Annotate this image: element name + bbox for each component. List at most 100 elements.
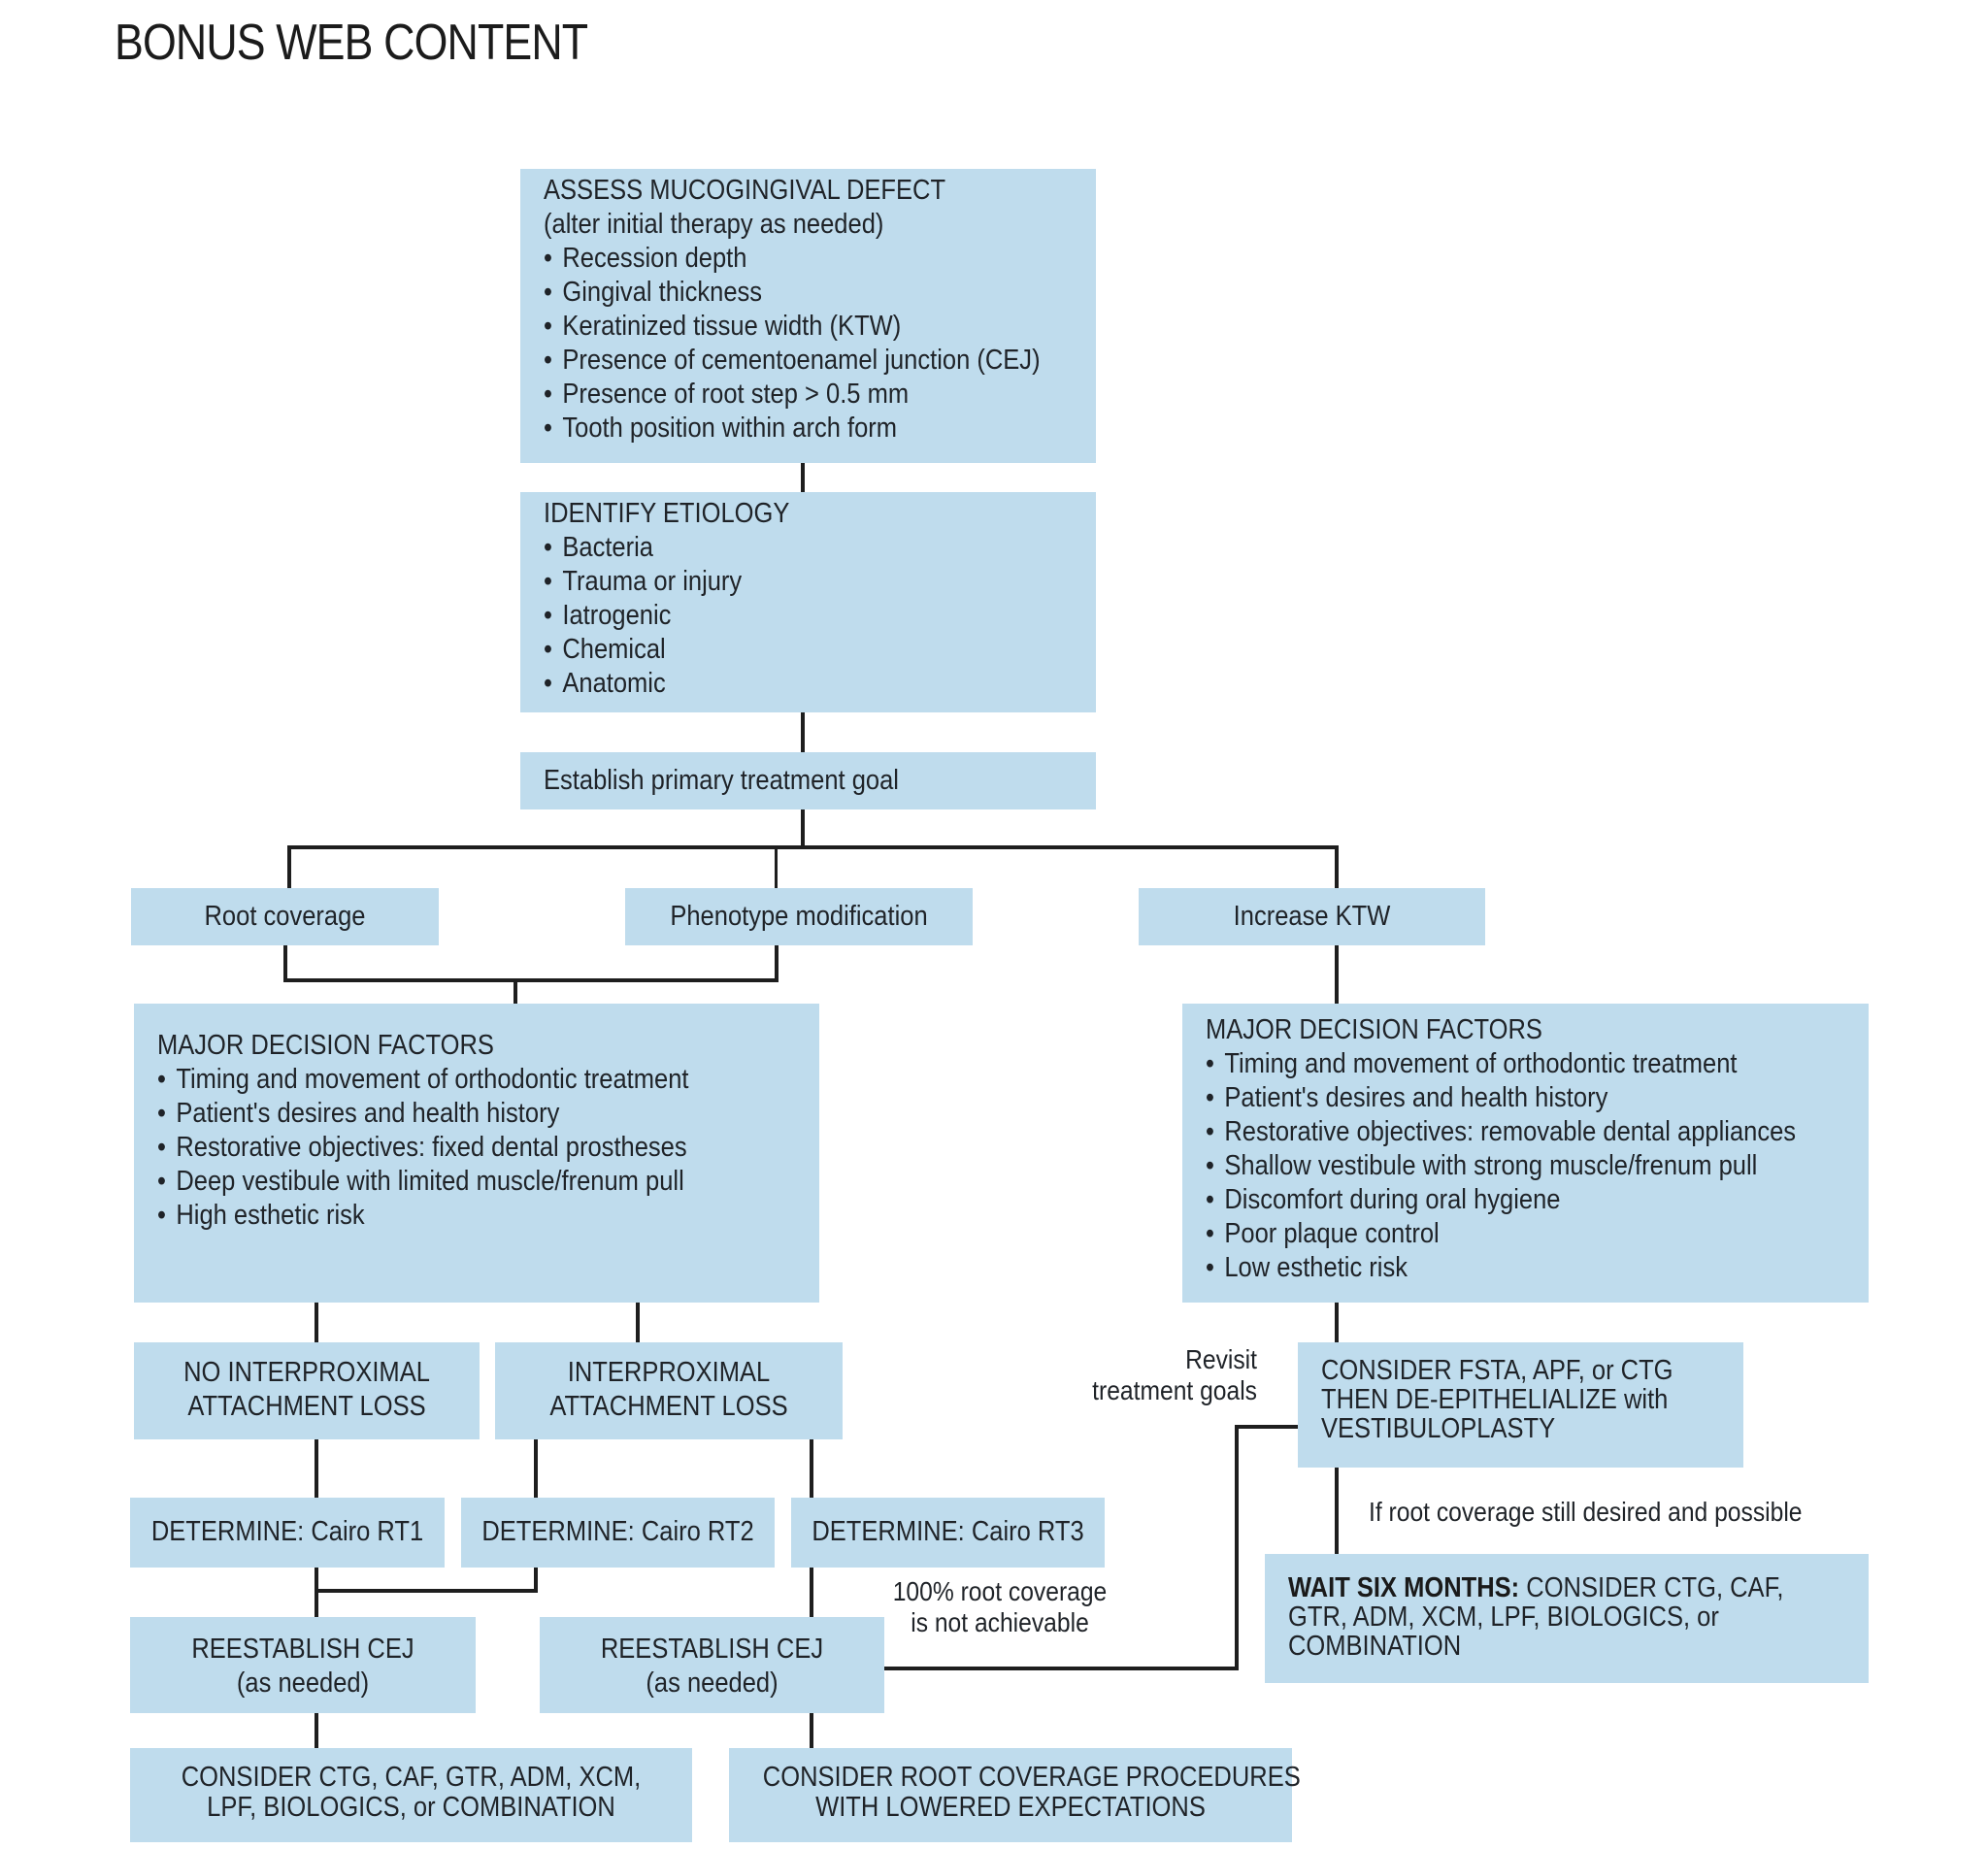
list-item: Tooth position within arch form [544,412,1030,446]
decision-factors-heading: MAJOR DECISION FACTORS [1206,1014,1542,1045]
connector [315,1589,538,1593]
reestablish-cej-box-1: REESTABLISH CEJ (as needed) [130,1617,476,1713]
connector [810,1439,813,1498]
connector [775,845,778,888]
list-item: Keratinized tissue width (KTW) [544,310,1030,344]
increase-ktw-label: Increase KTW [1233,901,1391,932]
consider-fsta-box: CONSIDER FSTA, APF, or CTG THEN DE-EPITH… [1298,1342,1743,1468]
list-item: Patient's desires and health history [157,1097,740,1131]
cairo-rt1-label: DETERMINE: Cairo RT1 [150,1516,424,1547]
list-item: Timing and movement of orthodontic treat… [157,1063,740,1097]
wait-bold-label: WAIT SIX MONTHS: [1288,1572,1520,1603]
consider-ctg-line1: CONSIDER CTG, CAF, GTR, ADM, XCM, [181,1762,642,1793]
fsta-line1: CONSIDER FSTA, APF, or CTG [1321,1355,1673,1386]
wait-six-months-box: WAIT SIX MONTHS: CONSIDER CTG, CAF, GTR,… [1265,1554,1869,1683]
list-item: Presence of root step > 0.5 mm [544,378,1030,412]
consider-root-coverage-box: CONSIDER ROOT COVERAGE PROCEDURES WITH L… [729,1748,1301,1842]
connector [801,712,805,752]
phenotype-modification-label: Phenotype modification [670,901,928,932]
wait-line2: GTR, ADM, XCM, LPF, BIOLOGICS, or [1288,1601,1719,1633]
increase-ktw-box: Increase KTW [1139,888,1485,945]
connector [283,945,287,982]
connector [315,1303,318,1342]
connector [514,978,517,1004]
connector [287,845,291,888]
list-item: Bacteria [544,531,1030,565]
etiology-heading: IDENTIFY ETIOLOGY [544,498,790,529]
assess-subheading: (alter initial therapy as needed) [544,209,884,240]
no-interproximal-line2: ATTACHMENT LOSS [187,1391,426,1422]
list-item: Iatrogenic [544,599,1030,633]
connector [810,1713,813,1748]
connector [1335,845,1339,888]
connector [1335,945,1339,1004]
connector [1335,1303,1339,1342]
list-item: Poor plaque control [1206,1217,1789,1251]
reestablish-line2: (as needed) [646,1667,779,1699]
list-item: High esthetic risk [157,1199,740,1233]
list-item: Trauma or injury [544,565,1030,599]
list-item: Presence of cementoenamel junction (CEJ) [544,344,1040,378]
interproximal-line2: ATTACHMENT LOSS [549,1391,788,1422]
cairo-rt3-box: DETERMINE: Cairo RT3 [791,1498,1105,1568]
no-interproximal-loss-box: NO INTERPROXIMAL ATTACHMENT LOSS [134,1342,480,1439]
list-item: Chemical [544,633,1030,667]
consider-ctg-box: CONSIDER CTG, CAF, GTR, ADM, XCM, LPF, B… [130,1748,692,1842]
consider-root-line1: CONSIDER ROOT COVERAGE PROCEDURES [762,1762,1301,1793]
cairo-rt1-box: DETERMINE: Cairo RT1 [130,1498,445,1568]
interproximal-loss-box: INTERPROXIMAL ATTACHMENT LOSS [495,1342,843,1439]
list-item: Patient's desires and health history [1206,1081,1789,1115]
not-achievable-note: 100% root coverage is not achievable [872,1576,1128,1638]
fsta-line3: VESTIBULOPLASTY [1321,1413,1556,1444]
page-title: BONUS WEB CONTENT [115,15,588,71]
connector [1235,1425,1239,1670]
no-interproximal-line1: NO INTERPROXIMAL [183,1357,430,1388]
list-item: Anatomic [544,667,1030,701]
connector [315,1439,318,1498]
treatment-goal-box: Establish primary treatment goal [520,752,1096,809]
treatment-goal-label: Establish primary treatment goal [544,765,899,796]
if-root-coverage-note: If root coverage still desired and possi… [1369,1497,1803,1527]
root-coverage-box: Root coverage [131,888,439,945]
consider-root-line2: WITH LOWERED EXPECTATIONS [815,1792,1206,1823]
list-item: Deep vestibule with limited muscle/frenu… [157,1165,740,1199]
cairo-rt3-label: DETERMINE: Cairo RT3 [812,1516,1084,1547]
revisit-line1: Revisit [1185,1344,1257,1374]
phenotype-modification-box: Phenotype modification [625,888,973,945]
connector [283,978,779,982]
list-item: Shallow vestibule with strong muscle/fre… [1206,1149,1789,1183]
cairo-rt2-box: DETERMINE: Cairo RT2 [461,1498,775,1568]
connector [534,1439,538,1498]
reestablish-line2: (as needed) [236,1667,370,1699]
fsta-line2: THEN DE-EPITHELIALIZE with [1321,1384,1669,1415]
consider-ctg-line2: LPF, BIOLOGICS, or COMBINATION [207,1792,615,1823]
wait-line3: COMBINATION [1288,1631,1462,1662]
connector [1335,1468,1339,1554]
reestablish-cej-box-2: REESTABLISH CEJ (as needed) [540,1617,884,1713]
wait-line1: CONSIDER CTG, CAF, [1519,1572,1784,1603]
cairo-rt2-label: DETERMINE: Cairo RT2 [481,1516,754,1547]
assess-defect-box: ASSESS MUCOGINGIVAL DEFECT (alter initia… [520,169,1096,463]
reestablish-line1: REESTABLISH CEJ [600,1634,824,1665]
list-item: Discomfort during oral hygiene [1206,1183,1789,1217]
list-item: Gingival thickness [544,276,1030,310]
connector [801,463,805,492]
identify-etiology-box: IDENTIFY ETIOLOGY Bacteria Trauma or inj… [520,492,1096,712]
assess-heading: ASSESS MUCOGINGIVAL DEFECT [544,175,946,206]
list-item: Low esthetic risk [1206,1251,1789,1285]
connector [810,1568,813,1617]
reestablish-line1: REESTABLISH CEJ [191,1634,414,1665]
connector [534,1568,538,1593]
connector [636,1303,640,1342]
connector [775,945,779,982]
decision-factors-heading: MAJOR DECISION FACTORS [157,1030,494,1061]
revisit-goals-note: Revisit treatment goals [1056,1344,1257,1406]
list-item: Recession depth [544,242,1030,276]
connector [1235,1425,1298,1429]
connector [287,845,1339,849]
list-item: Restorative objectives: removable dental… [1206,1115,1796,1149]
list-item: Timing and movement of orthodontic treat… [1206,1047,1789,1081]
connector [884,1667,1239,1670]
root-coverage-label: Root coverage [204,901,366,932]
revisit-line2: treatment goals [1092,1375,1257,1405]
